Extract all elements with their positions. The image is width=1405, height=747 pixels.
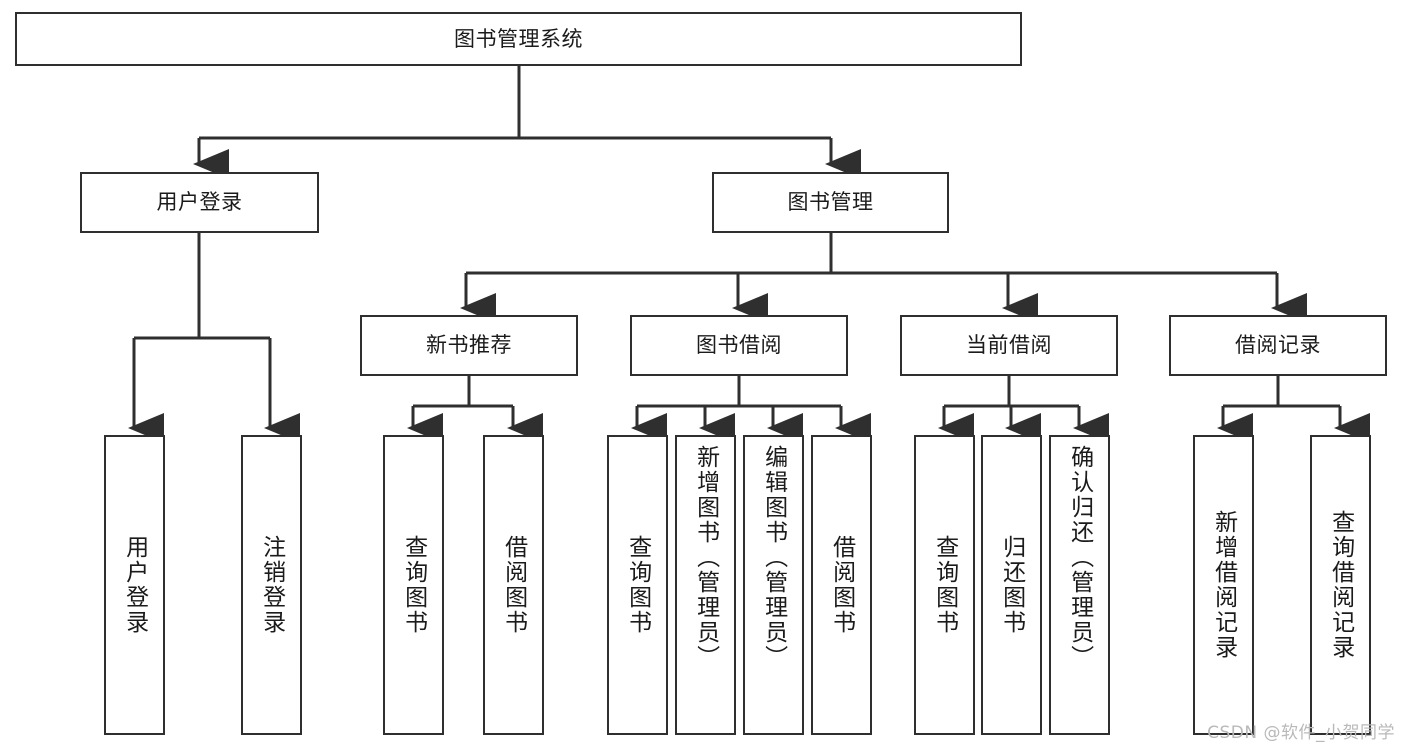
node-label: 查询图书 <box>400 535 427 635</box>
node-label: 编辑图书（管理员） <box>760 445 787 670</box>
current-borrow-connectors <box>938 376 1109 443</box>
node-label: 新增图书（管理员） <box>692 445 719 670</box>
node-label: 查询图书 <box>931 535 958 635</box>
node-new-book-recommend[interactable]: 新书推荐 <box>360 315 578 376</box>
node-label: 借阅记录 <box>1235 333 1321 358</box>
node-label: 用户登录 <box>156 190 243 215</box>
leaf-user-login-1[interactable]: 注销登录 <box>241 435 302 735</box>
root-connectors <box>193 66 861 179</box>
node-label: 借阅图书 <box>500 535 527 635</box>
node-label: 查询借阅记录 <box>1327 510 1354 660</box>
leaf-current-borrow-1[interactable]: 归还图书 <box>981 435 1042 735</box>
node-label: 查询图书 <box>624 535 651 635</box>
node-label: 图书管理 <box>787 190 874 215</box>
leaf-current-borrow-2[interactable]: 确认归还（管理员） <box>1049 435 1110 735</box>
leaf-borrow-record-0[interactable]: 新增借阅记录 <box>1193 435 1254 735</box>
borrow-record-connectors <box>1217 376 1370 443</box>
node-label: 图书借阅 <box>696 333 782 358</box>
node-label: 图书管理系统 <box>454 26 583 51</box>
leaf-book-borrow-3[interactable]: 借阅图书 <box>811 435 872 735</box>
node-label: 借阅图书 <box>828 535 855 635</box>
node-root-system[interactable]: 图书管理系统 <box>15 12 1022 66</box>
leaf-current-borrow-0[interactable]: 查询图书 <box>914 435 975 735</box>
node-book-management[interactable]: 图书管理 <box>712 172 949 233</box>
node-label: 新增借阅记录 <box>1210 510 1237 660</box>
user-login-connectors <box>128 233 300 443</box>
leaf-user-login-0[interactable]: 用户登录 <box>104 435 165 735</box>
node-label: 用户登录 <box>121 535 148 635</box>
node-user-login[interactable]: 用户登录 <box>80 172 319 233</box>
node-label: 当前借阅 <box>966 333 1052 358</box>
leaf-book-borrow-0[interactable]: 查询图书 <box>607 435 668 735</box>
node-borrow-record[interactable]: 借阅记录 <box>1169 315 1387 376</box>
node-label: 新书推荐 <box>426 333 512 358</box>
book-borrow-connectors <box>631 376 871 443</box>
leaf-new-book-0[interactable]: 查询图书 <box>383 435 444 735</box>
book-manage-connectors <box>460 233 1307 323</box>
leaf-book-borrow-1[interactable]: 新增图书（管理员） <box>675 435 736 735</box>
leaf-book-borrow-2[interactable]: 编辑图书（管理员） <box>743 435 804 735</box>
node-book-borrow[interactable]: 图书借阅 <box>630 315 848 376</box>
leaf-new-book-1[interactable]: 借阅图书 <box>483 435 544 735</box>
node-label: 确认归还（管理员） <box>1066 445 1093 670</box>
node-label: 归还图书 <box>998 535 1025 635</box>
leaf-borrow-record-1[interactable]: 查询借阅记录 <box>1310 435 1371 735</box>
new-book-connectors <box>407 376 543 443</box>
node-current-borrow[interactable]: 当前借阅 <box>900 315 1118 376</box>
node-label: 注销登录 <box>258 535 285 635</box>
